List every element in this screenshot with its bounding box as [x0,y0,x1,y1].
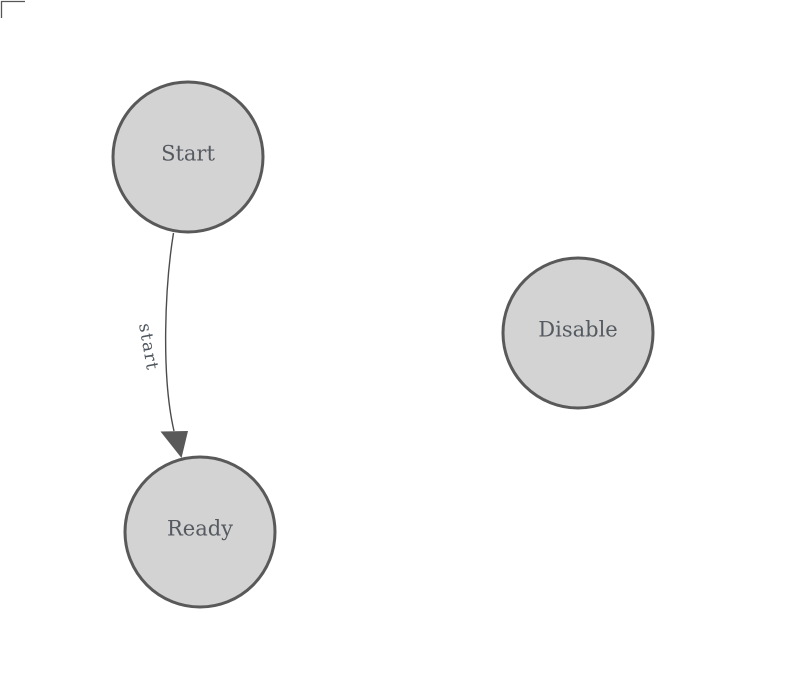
node-ready-circle[interactable] [123,455,277,609]
node-start[interactable]: Start [111,80,265,234]
edge-label: start [134,322,162,373]
edge-path[interactable] [164,232,175,432]
node-disable-circle[interactable] [501,256,655,410]
node-ready[interactable]: Ready [123,455,277,609]
canvas-origin-corner-mark [0,0,25,18]
node-disable-label: Disable [538,317,617,341]
node-start-circle[interactable] [111,80,265,234]
edge-start-to-ready[interactable]: start [134,232,188,458]
node-start-label: Start [161,141,215,165]
arrowhead-icon [160,431,188,458]
node-disable[interactable]: Disable [501,256,655,410]
node-ready-label: Ready [167,516,233,540]
